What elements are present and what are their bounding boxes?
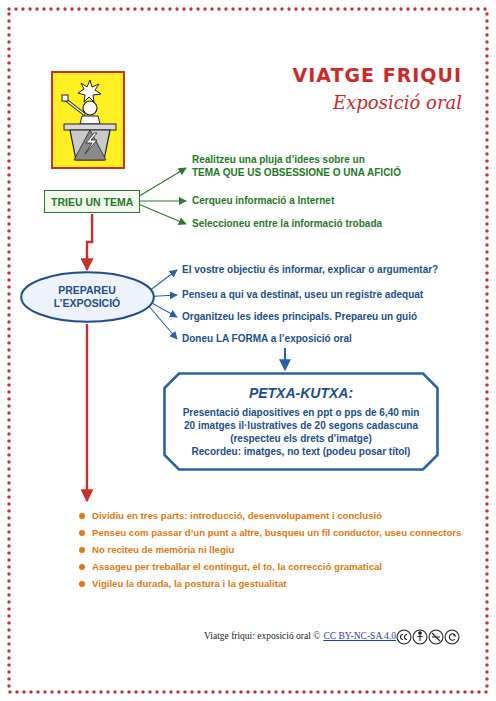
licence-link: CC BY-NC-SA 4.0 — [323, 631, 396, 641]
node-heading: PETXA-KUTXA: — [181, 385, 421, 401]
step-text: Seleccioneu entre la informació trobada — [192, 218, 382, 229]
node-content: TRIEU UN TEMA — [51, 196, 133, 208]
bullet-item: Penseu com passar d’un punt a altre, bus… — [78, 527, 482, 538]
node-heading: TRIEU UN TEMA — [51, 196, 133, 208]
node-content: PREPAREU L’EXPOSICIÓ — [42, 284, 132, 310]
speaker-icon — [52, 72, 124, 168]
footer-text: Viatge friqui: exposició oral © — [204, 631, 320, 641]
step-text: TEMA QUE US OBSESSIONE O UNA AFICIÓ — [192, 167, 401, 178]
footer: Viatge friqui: exposició oral ©CC BY-NC-… — [204, 631, 396, 641]
page-title: VIATGE FRIQUI — [293, 64, 462, 86]
step-text: Organitzeu les idees principals. Prepare… — [182, 311, 417, 322]
bullet-item: Assageu per treballar el contingut, el t… — [78, 561, 482, 572]
red-arrow — [86, 324, 88, 501]
octagon-shape — [165, 374, 438, 470]
node-text: Recordeu: imatges, no text (podeu posar … — [181, 445, 421, 458]
licence-icons — [397, 630, 459, 644]
node-text: Presentació diapositives en ppt o pps de… — [181, 406, 421, 419]
node-content: PETXA-KUTXA: Presentació diapositives en … — [181, 385, 421, 458]
node-text: 20 imatges il·lustratives de 20 segons c… — [181, 419, 421, 445]
node-heading: PREPAREU L’EXPOSICIÓ — [42, 284, 132, 310]
tip-octagon: PETXA-KUTXA: Presentació diapositives en … — [163, 372, 439, 471]
bullet-list: Dividiu en tres parts: introducció, dese… — [78, 510, 482, 589]
flow-arrow — [87, 214, 92, 270]
bullet-item: Dividiu en tres parts: introducció, dese… — [78, 510, 482, 521]
step-text: Penseu a qui va destinat, useu un regist… — [182, 289, 423, 300]
dotted-border — [9, 9, 487, 692]
step-text: Doneu LA FORMA a l’exposició oral — [182, 333, 352, 344]
subtitle: Exposició oral — [333, 92, 462, 113]
ellipse-shape — [21, 272, 154, 322]
step-text: Cerqueu informació a Internet — [192, 195, 334, 206]
topic-box: TRIEU UN TEMA — [44, 190, 140, 213]
step-text: Realitzeu una pluja d’idees sobre un — [192, 154, 365, 165]
prepare-ellipse: PREPAREU L’EXPOSICIÓ — [20, 271, 155, 323]
step-text: El vostre objectiu és informar, explicar… — [182, 264, 438, 275]
bullet-item: Vigileu la durada, la postura i la gestu… — [78, 578, 482, 589]
bullet-item: No reciteu de memòria ni llegiu — [78, 544, 482, 555]
